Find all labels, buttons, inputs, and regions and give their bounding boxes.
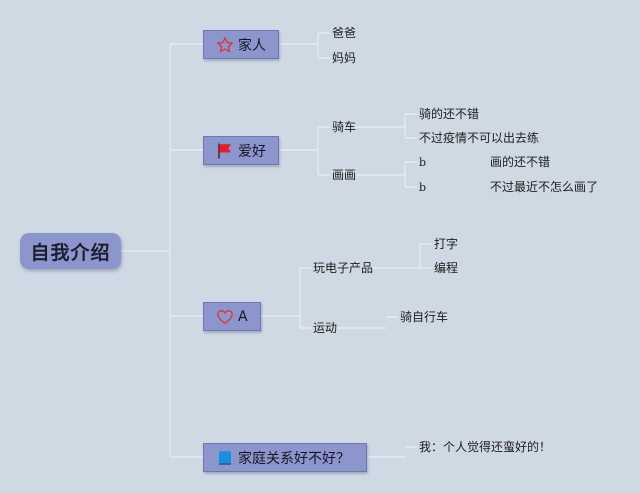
category-label: 爱好 [238,143,266,160]
category-node-family[interactable]: 家人 [203,30,279,59]
category-node-relationship[interactable]: 家庭关系好不好？ [203,443,367,472]
leaf-painting-note-1[interactable]: 画的还不错 [490,155,551,169]
category-node-hobbies[interactable]: 爱好 [203,136,279,165]
leaf-cycling[interactable]: 骑车 [332,120,357,134]
leaf-painting-note-2[interactable]: 不过最近不怎么画了 [490,180,599,194]
leaf-painting-marker-1: b [419,156,427,169]
category-node-a[interactable]: A [203,302,261,331]
leaf-painting-marker-2: b [419,181,427,194]
leaf-relationship-answer[interactable]: 我：个人觉得还蛮好的！ [419,440,552,454]
heart-outline-icon [215,307,235,327]
red-flag-icon [215,141,235,161]
star-outline-icon [215,35,235,55]
leaf-cycling-note-1[interactable]: 骑的还不错 [419,107,480,121]
category-label: A [238,308,248,325]
blue-square-icon [215,448,235,468]
leaf-sports[interactable]: 运动 [313,321,338,335]
leaf-typing[interactable]: 打字 [434,237,459,251]
leaf-electronics[interactable]: 玩电子产品 [313,261,374,275]
leaf-mom[interactable]: 妈妈 [332,51,357,65]
leaf-dad[interactable]: 爸爸 [332,26,357,40]
leaf-painting[interactable]: 画画 [332,168,357,182]
root-node[interactable]: 自我介绍 [20,233,121,269]
leaf-cycling-note-2[interactable]: 不过疫情不可以出去练 [419,131,540,145]
category-label: 家人 [238,37,266,54]
leaf-programming[interactable]: 编程 [434,261,459,275]
category-label: 家庭关系好不好？ [238,450,350,467]
leaf-bicycle[interactable]: 骑自行车 [400,310,449,324]
